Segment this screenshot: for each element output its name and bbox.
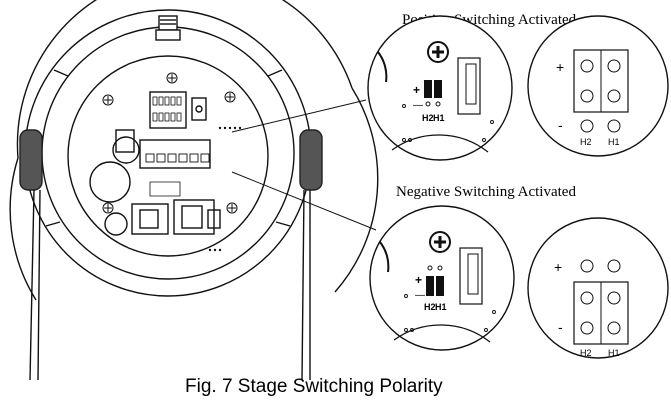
svg-text:-: - — [558, 319, 563, 335]
relay-left — [131, 203, 169, 235]
positive-zoom-circle: + — H2 H1 — [367, 15, 513, 161]
outer-housing — [16, 0, 353, 159]
svg-text:H1: H1 — [608, 348, 620, 358]
negative-heading: Negative Switching Activated — [396, 184, 576, 200]
capacitor — [89, 161, 131, 203]
svg-text:H2: H2 — [422, 113, 434, 123]
negative-jumper-block: + — H2 H1 — [415, 265, 447, 312]
leader-line-positive — [231, 99, 367, 133]
mount-bracket-right — [299, 129, 323, 381]
svg-text:H2: H2 — [424, 302, 436, 312]
svg-text:+: + — [556, 59, 564, 75]
mount-bracket-left — [19, 129, 43, 381]
terminal-strip — [139, 139, 211, 169]
leader-line-negative — [231, 171, 377, 231]
svg-text:+: + — [413, 83, 420, 97]
relay-right — [173, 199, 215, 235]
cable-gland — [155, 15, 181, 41]
svg-text:—: — — [413, 100, 423, 111]
svg-text:—: — — [415, 290, 425, 301]
fixture-front-view — [9, 0, 379, 381]
svg-text:H2: H2 — [580, 137, 592, 147]
outer-housing-right — [334, 87, 379, 293]
board-jumper — [115, 129, 135, 153]
pcb-board — [67, 55, 269, 257]
svg-text:+: + — [554, 259, 562, 275]
svg-text:H1: H1 — [435, 302, 447, 312]
negative-zoom-circle: + — H2 H1 — [369, 205, 515, 351]
svg-text:-: - — [558, 117, 563, 133]
svg-text:+: + — [415, 273, 422, 287]
svg-text:H1: H1 — [433, 113, 445, 123]
positive-terminal-circle: + - H2 H1 — [527, 15, 669, 157]
figure-caption: Fig. 7 Stage Switching Polarity — [185, 376, 443, 397]
dip-switch — [149, 91, 187, 129]
pcb-screws — [102, 72, 238, 214]
negative-terminal-circle: + - H2 H1 — [527, 217, 669, 359]
svg-text:H2: H2 — [580, 348, 592, 358]
positive-jumper-block: + — H2 H1 — [413, 80, 445, 123]
svg-text:H1: H1 — [608, 137, 620, 147]
